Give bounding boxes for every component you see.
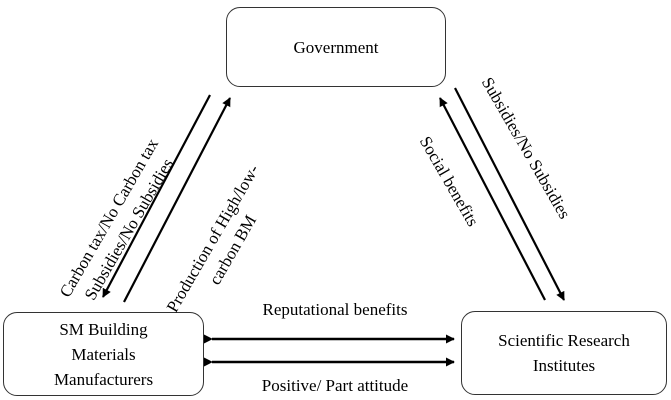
edge-label-reputational-benefits: Reputational benefits [262, 300, 408, 319]
arrow-manufacturers-to-gov [123, 97, 231, 303]
manufacturers-box: SM Building Materials Manufacturers [3, 312, 204, 396]
manufacturers-label-line-2: Materials [71, 344, 136, 364]
arrow-gov-to-institutes [454, 87, 565, 301]
government-label: Government [293, 37, 379, 57]
manufacturers-label-line-1: SM Building [59, 319, 148, 339]
institutes-box: Scientific Research Institutes [461, 311, 667, 395]
arrow-gov-to-manufacturers [102, 94, 211, 298]
manufacturers-label-line-3: Manufacturers [53, 369, 154, 389]
arrow-institutes-to-gov [439, 97, 546, 301]
institutes-label-line-2: Institutes [532, 356, 596, 375]
government-box: Government [226, 7, 446, 87]
institutes-label-line-1: Scientific Research [498, 331, 630, 350]
edge-label-positive-attitude: Positive/ Part attitude [261, 376, 409, 395]
